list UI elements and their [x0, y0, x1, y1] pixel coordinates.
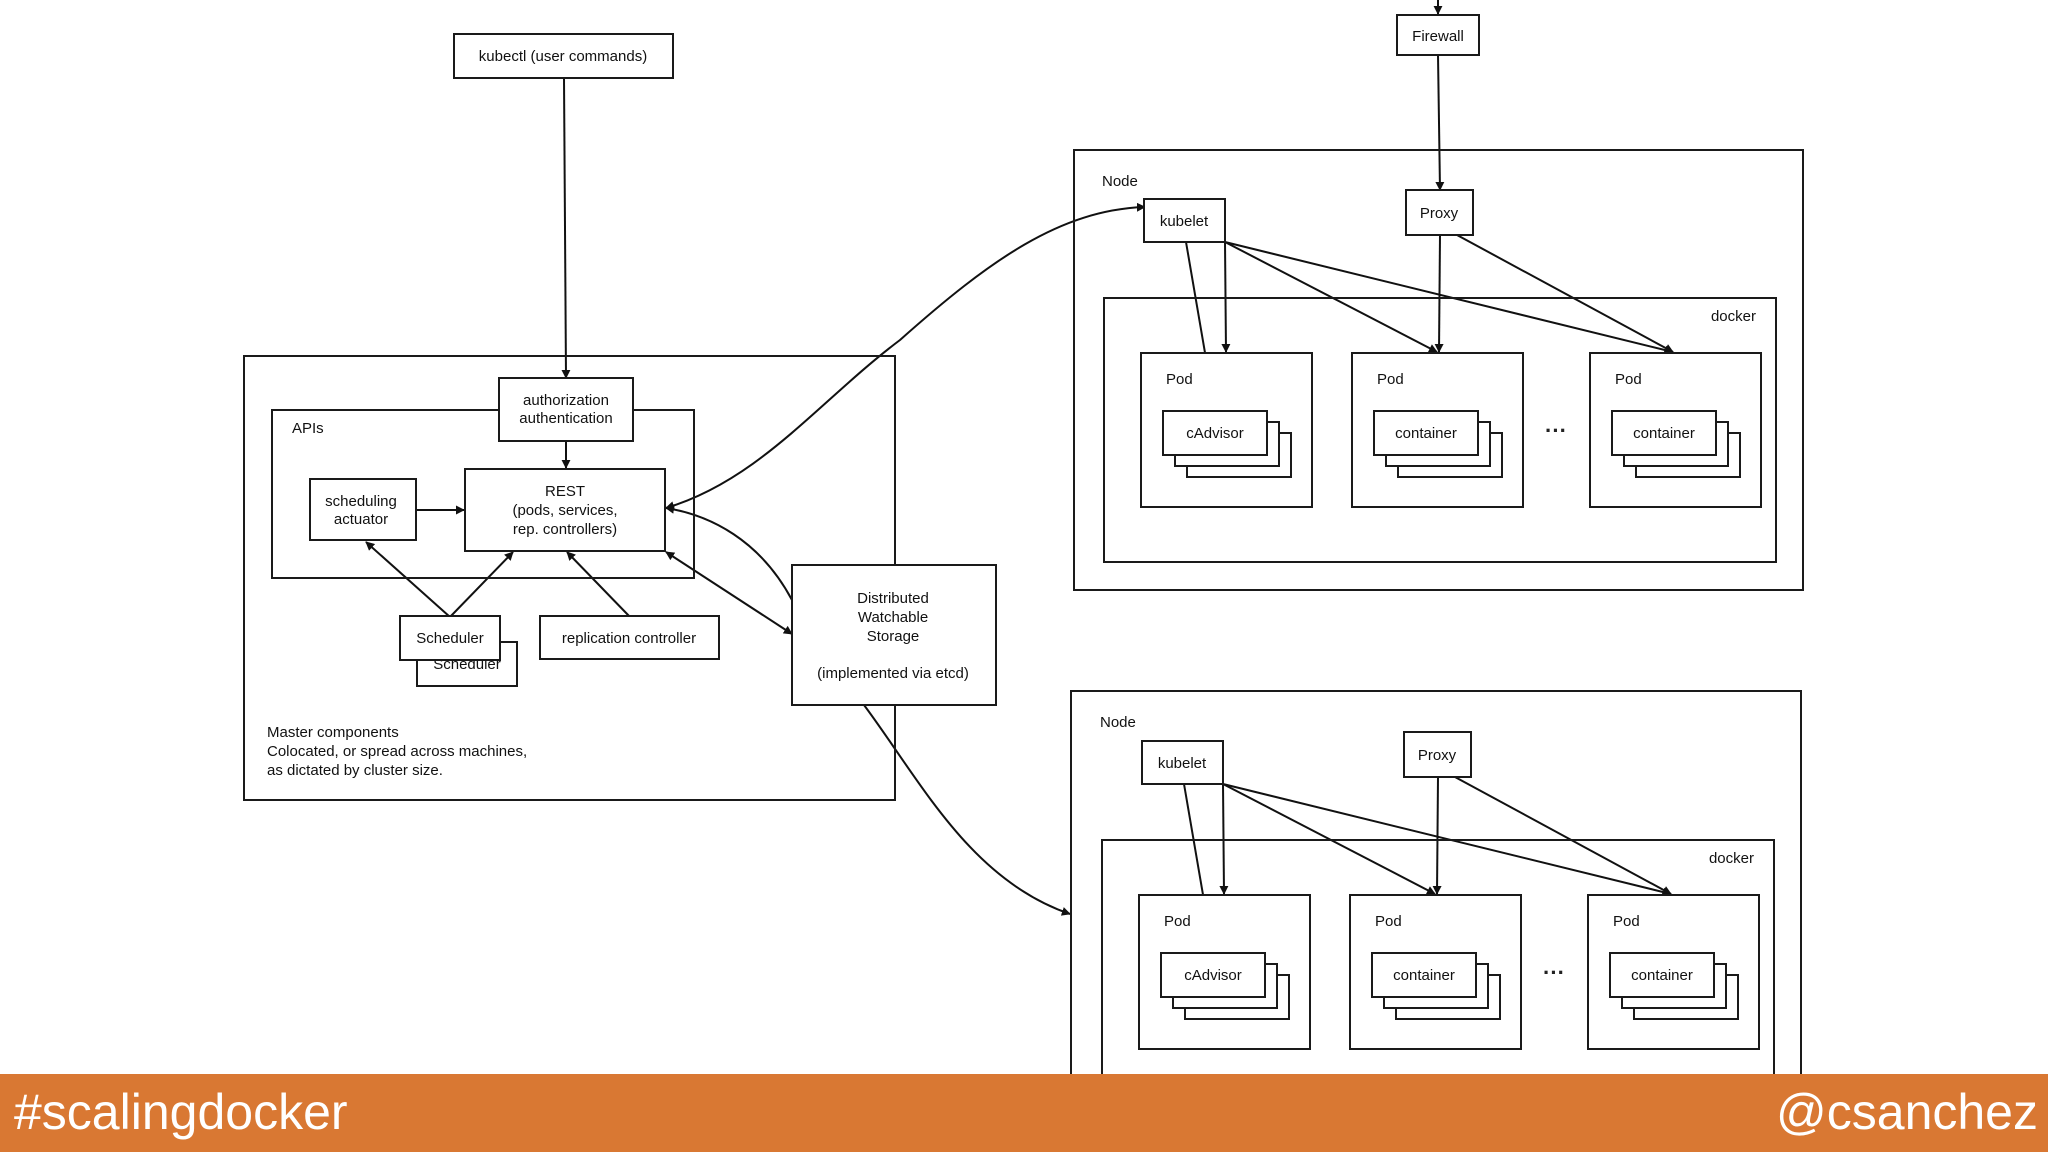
storage-impl: (implemented via etcd) — [817, 665, 969, 682]
scheduler-stack: Scheduler Scheduler — [399, 615, 518, 687]
edge-storage-node2 — [863, 704, 1071, 916]
cadvisor-label: cAdvisor — [1184, 967, 1242, 984]
edge-scheduler-actuator — [365, 541, 451, 618]
edge-replication-rest — [566, 551, 631, 618]
proxy-box: Proxy — [1405, 189, 1474, 236]
pod-label: Pod — [1613, 913, 1640, 930]
hashtag-label: #scalingdocker — [14, 1084, 348, 1140]
container-label: container — [1393, 967, 1455, 984]
proxy-box: Proxy — [1403, 731, 1472, 778]
proxy-label: Proxy — [1418, 747, 1457, 764]
replication-controller-box: replication controller — [539, 615, 720, 660]
pod-label: Pod — [1615, 371, 1642, 388]
footer-bar: #scalingdocker @csanchez — [0, 1074, 2048, 1152]
cadvisor-label: cAdvisor — [1186, 425, 1244, 442]
kubelet-box: kubelet — [1143, 198, 1226, 243]
pod-cadvisor: Pod cAdvisor — [1140, 352, 1313, 508]
docker-label: docker — [1709, 850, 1754, 867]
apis-label: APIs — [292, 420, 324, 437]
scheduling-label: scheduling — [325, 493, 397, 510]
pod-label: Pod — [1166, 371, 1193, 388]
kubelet-box: kubelet — [1141, 740, 1224, 785]
authorization-box: authorization authentication — [498, 377, 634, 442]
kubectl-box: kubectl (user commands) — [453, 33, 674, 79]
edge-rest-storage — [665, 551, 793, 635]
pod-container-2: Pod container — [1587, 894, 1760, 1050]
storage-line-2: Watchable — [858, 609, 928, 626]
storage-box: Distributed Watchable Storage (implement… — [791, 564, 997, 706]
edge-firewall-proxy — [1435, 54, 1445, 191]
docker-label: docker — [1711, 308, 1756, 325]
rest-line-2: (pods, services, — [512, 502, 617, 519]
edge-storage-rest-curve — [665, 504, 793, 601]
edge-proxy-pod3 — [1456, 234, 1674, 353]
pod-label: Pod — [1375, 913, 1402, 930]
edge-proxy-pod3 — [1454, 776, 1672, 895]
edge-kubectl-auth — [561, 77, 571, 379]
scheduling-actuator-box: scheduling actuator — [309, 478, 417, 541]
node-1: Node kubelet Proxy docker Pod cAdvisor P… — [1073, 149, 1804, 591]
handle-label: @csanchez — [1776, 1084, 2038, 1140]
kubelet-label: kubelet — [1158, 755, 1207, 772]
storage-line-1: Distributed — [857, 590, 929, 607]
edge-proxy-pod2 — [1434, 234, 1444, 353]
pod-label: Pod — [1164, 913, 1191, 930]
rest-line-3: rep. controllers) — [513, 521, 617, 538]
pods-ellipsis: ··· — [1545, 418, 1567, 443]
container-label: container — [1395, 425, 1457, 442]
proxy-label: Proxy — [1420, 205, 1459, 222]
container-label: container — [1633, 425, 1695, 442]
authentication-label: authentication — [519, 410, 612, 427]
edge-rest-kubelet-node1 — [665, 202, 1146, 510]
pod-container-2: Pod container — [1589, 352, 1762, 508]
node-1-label: Node — [1102, 173, 1138, 190]
edge-proxy-pod2 — [1432, 776, 1442, 895]
rest-title: REST — [545, 483, 585, 500]
pod-container-1: Pod container — [1349, 894, 1522, 1050]
replication-controller-label: replication controller — [562, 630, 696, 647]
firewall-label: Firewall — [1412, 28, 1464, 45]
edges — [365, 0, 1445, 916]
scheduler-label: Scheduler — [416, 630, 484, 647]
actuator-label: actuator — [334, 511, 388, 528]
node-2-label: Node — [1100, 714, 1136, 731]
kubectl-label: kubectl (user commands) — [479, 48, 647, 65]
pods-ellipsis: ··· — [1543, 960, 1565, 985]
edge-scheduler-rest — [449, 551, 514, 618]
storage-line-3: Storage — [867, 628, 920, 645]
master-note-3: as dictated by cluster size. — [267, 762, 443, 779]
pod-container-1: Pod container — [1351, 352, 1524, 508]
authorization-label: authorization — [523, 392, 609, 409]
docker-frame — [1103, 297, 1777, 563]
master-note-2: Colocated, or spread across machines, — [267, 743, 527, 760]
master-components: APIs authorization authentication schedu… — [243, 355, 896, 801]
rest-box: REST (pods, services, rep. controllers) — [464, 468, 666, 552]
container-label: container — [1631, 967, 1693, 984]
node-2: Node kubelet Proxy docker Pod cAdvisor P… — [1070, 690, 1802, 1133]
firewall-box: Firewall — [1396, 14, 1480, 56]
pod-label: Pod — [1377, 371, 1404, 388]
master-note-1: Master components — [267, 724, 399, 741]
apis-frame — [271, 409, 695, 579]
scheduler-front — [399, 615, 501, 661]
pod-cadvisor: Pod cAdvisor — [1138, 894, 1311, 1050]
kubelet-label: kubelet — [1160, 213, 1209, 230]
